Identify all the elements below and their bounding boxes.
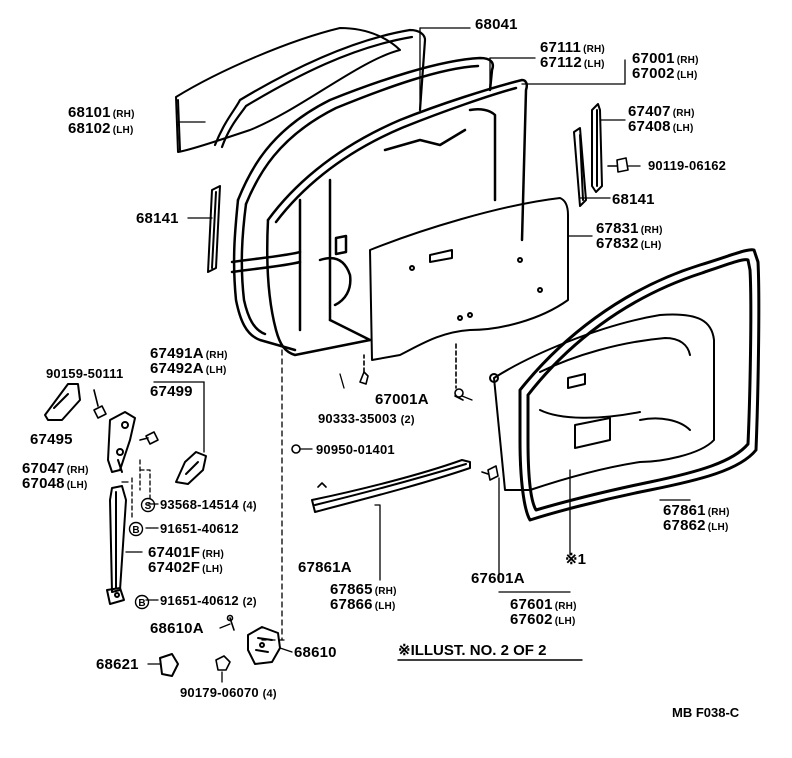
note-marker: ※1 [565, 551, 586, 568]
label-91651-40612-b: 91651-40612 (2) [160, 593, 257, 608]
label-67832: 67832(LH) [596, 235, 662, 252]
corner-cover-drawing [175, 451, 207, 485]
label-67048: 67048(LH) [22, 475, 88, 492]
glass-run-drawing [213, 28, 427, 149]
door-shell-drawing [266, 78, 529, 357]
label-68141-left: 68141 [136, 210, 179, 227]
label-67112: 67112(LH) [540, 54, 605, 71]
b-symbol-icon: B [128, 521, 144, 537]
label-67492A: 67492A(LH) [150, 360, 227, 377]
mirror-base-drawing [44, 383, 81, 421]
label-67047: 67047(RH) [22, 460, 89, 477]
label-67495: 67495 [30, 431, 73, 448]
plug-90950-drawing [291, 444, 301, 454]
illust-title: ※ILLUST. NO. 2 OF 2 [398, 642, 547, 659]
screw-90159-drawing [93, 389, 107, 419]
bushing-68621-drawing [159, 653, 179, 677]
door-weatherstrip-drawing [518, 248, 761, 522]
division-bar-drawing [573, 103, 603, 207]
label-67866: 67866(LH) [330, 596, 396, 613]
label-90333-35003: 90333-35003 (2) [318, 411, 415, 426]
belt-molding-left-drawing [207, 185, 221, 273]
grommet-67499-drawing [139, 431, 159, 445]
label-67861A: 67861A [298, 559, 352, 576]
label-67408: 67408(LH) [628, 118, 694, 135]
clip-67001A-drawing [454, 343, 464, 401]
label-68610A: 68610A [150, 620, 204, 637]
door-trim-board-drawing [489, 313, 715, 491]
label-67831: 67831(RH) [596, 220, 663, 237]
label-90179-06070: 90179-06070 (4) [180, 685, 277, 700]
label-68102: 68102(LH) [68, 120, 134, 137]
label-67002: 67002(LH) [632, 65, 698, 82]
label-90159-50111: 90159-50111 [46, 366, 124, 381]
label-90119-06162: 90119-06162 [648, 158, 727, 173]
label-90950-01401: 90950-01401 [316, 442, 395, 457]
label-68141-right: 68141 [612, 191, 655, 208]
label-91651-40612-a: 91651-40612 [160, 521, 239, 536]
door-glass-drawing [175, 27, 401, 153]
s-symbol-icon: S [140, 497, 156, 513]
clip-68141-drawing [317, 482, 327, 488]
b-symbol-icon: B [134, 594, 150, 610]
label-68610: 68610 [294, 644, 337, 661]
label-67491A: 67491A(RH) [150, 345, 228, 362]
service-hole-cover-drawing [369, 197, 569, 361]
drawing-code: MB F038-C [672, 705, 740, 720]
hinge-drawing [107, 411, 136, 473]
label-67861: 67861(RH) [663, 502, 730, 519]
label-67407: 67407(RH) [628, 103, 695, 120]
lower-hinge-drawing [247, 626, 281, 665]
pin-68610A-drawing [226, 614, 235, 631]
label-67111: 67111(RH) [540, 39, 605, 56]
label-67602: 67602(LH) [510, 611, 576, 628]
clip-67601A-drawing [481, 465, 499, 481]
label-68041: 68041 [475, 16, 518, 33]
leader-lines [121, 27, 691, 683]
label-67601A: 67601A [471, 570, 525, 587]
belt-molding-drawing [311, 459, 471, 513]
label-67601: 67601(RH) [510, 596, 577, 613]
label-67402F: 67402F(LH) [148, 559, 223, 576]
label-67862: 67862(LH) [663, 517, 729, 534]
screw-90119-drawing [607, 157, 629, 173]
label-67865: 67865(RH) [330, 581, 397, 598]
nut-90179-drawing [215, 655, 231, 671]
label-67001A: 67001A [375, 391, 429, 408]
svg-text:S: S [145, 501, 152, 512]
svg-text:B: B [138, 598, 145, 609]
door-outer-frame-drawing [230, 56, 495, 352]
label-67001: 67001(RH) [632, 50, 699, 67]
label-93568-14514: 93568-14514 (4) [160, 497, 257, 512]
svg-text:B: B [132, 525, 139, 536]
door-check-drawing [106, 485, 127, 605]
label-68101: 68101(RH) [68, 104, 135, 121]
label-68621: 68621 [96, 656, 139, 673]
label-67401F: 67401F(RH) [148, 544, 224, 561]
label-67499: 67499 [150, 383, 193, 400]
clip-90333-drawing [359, 354, 369, 385]
